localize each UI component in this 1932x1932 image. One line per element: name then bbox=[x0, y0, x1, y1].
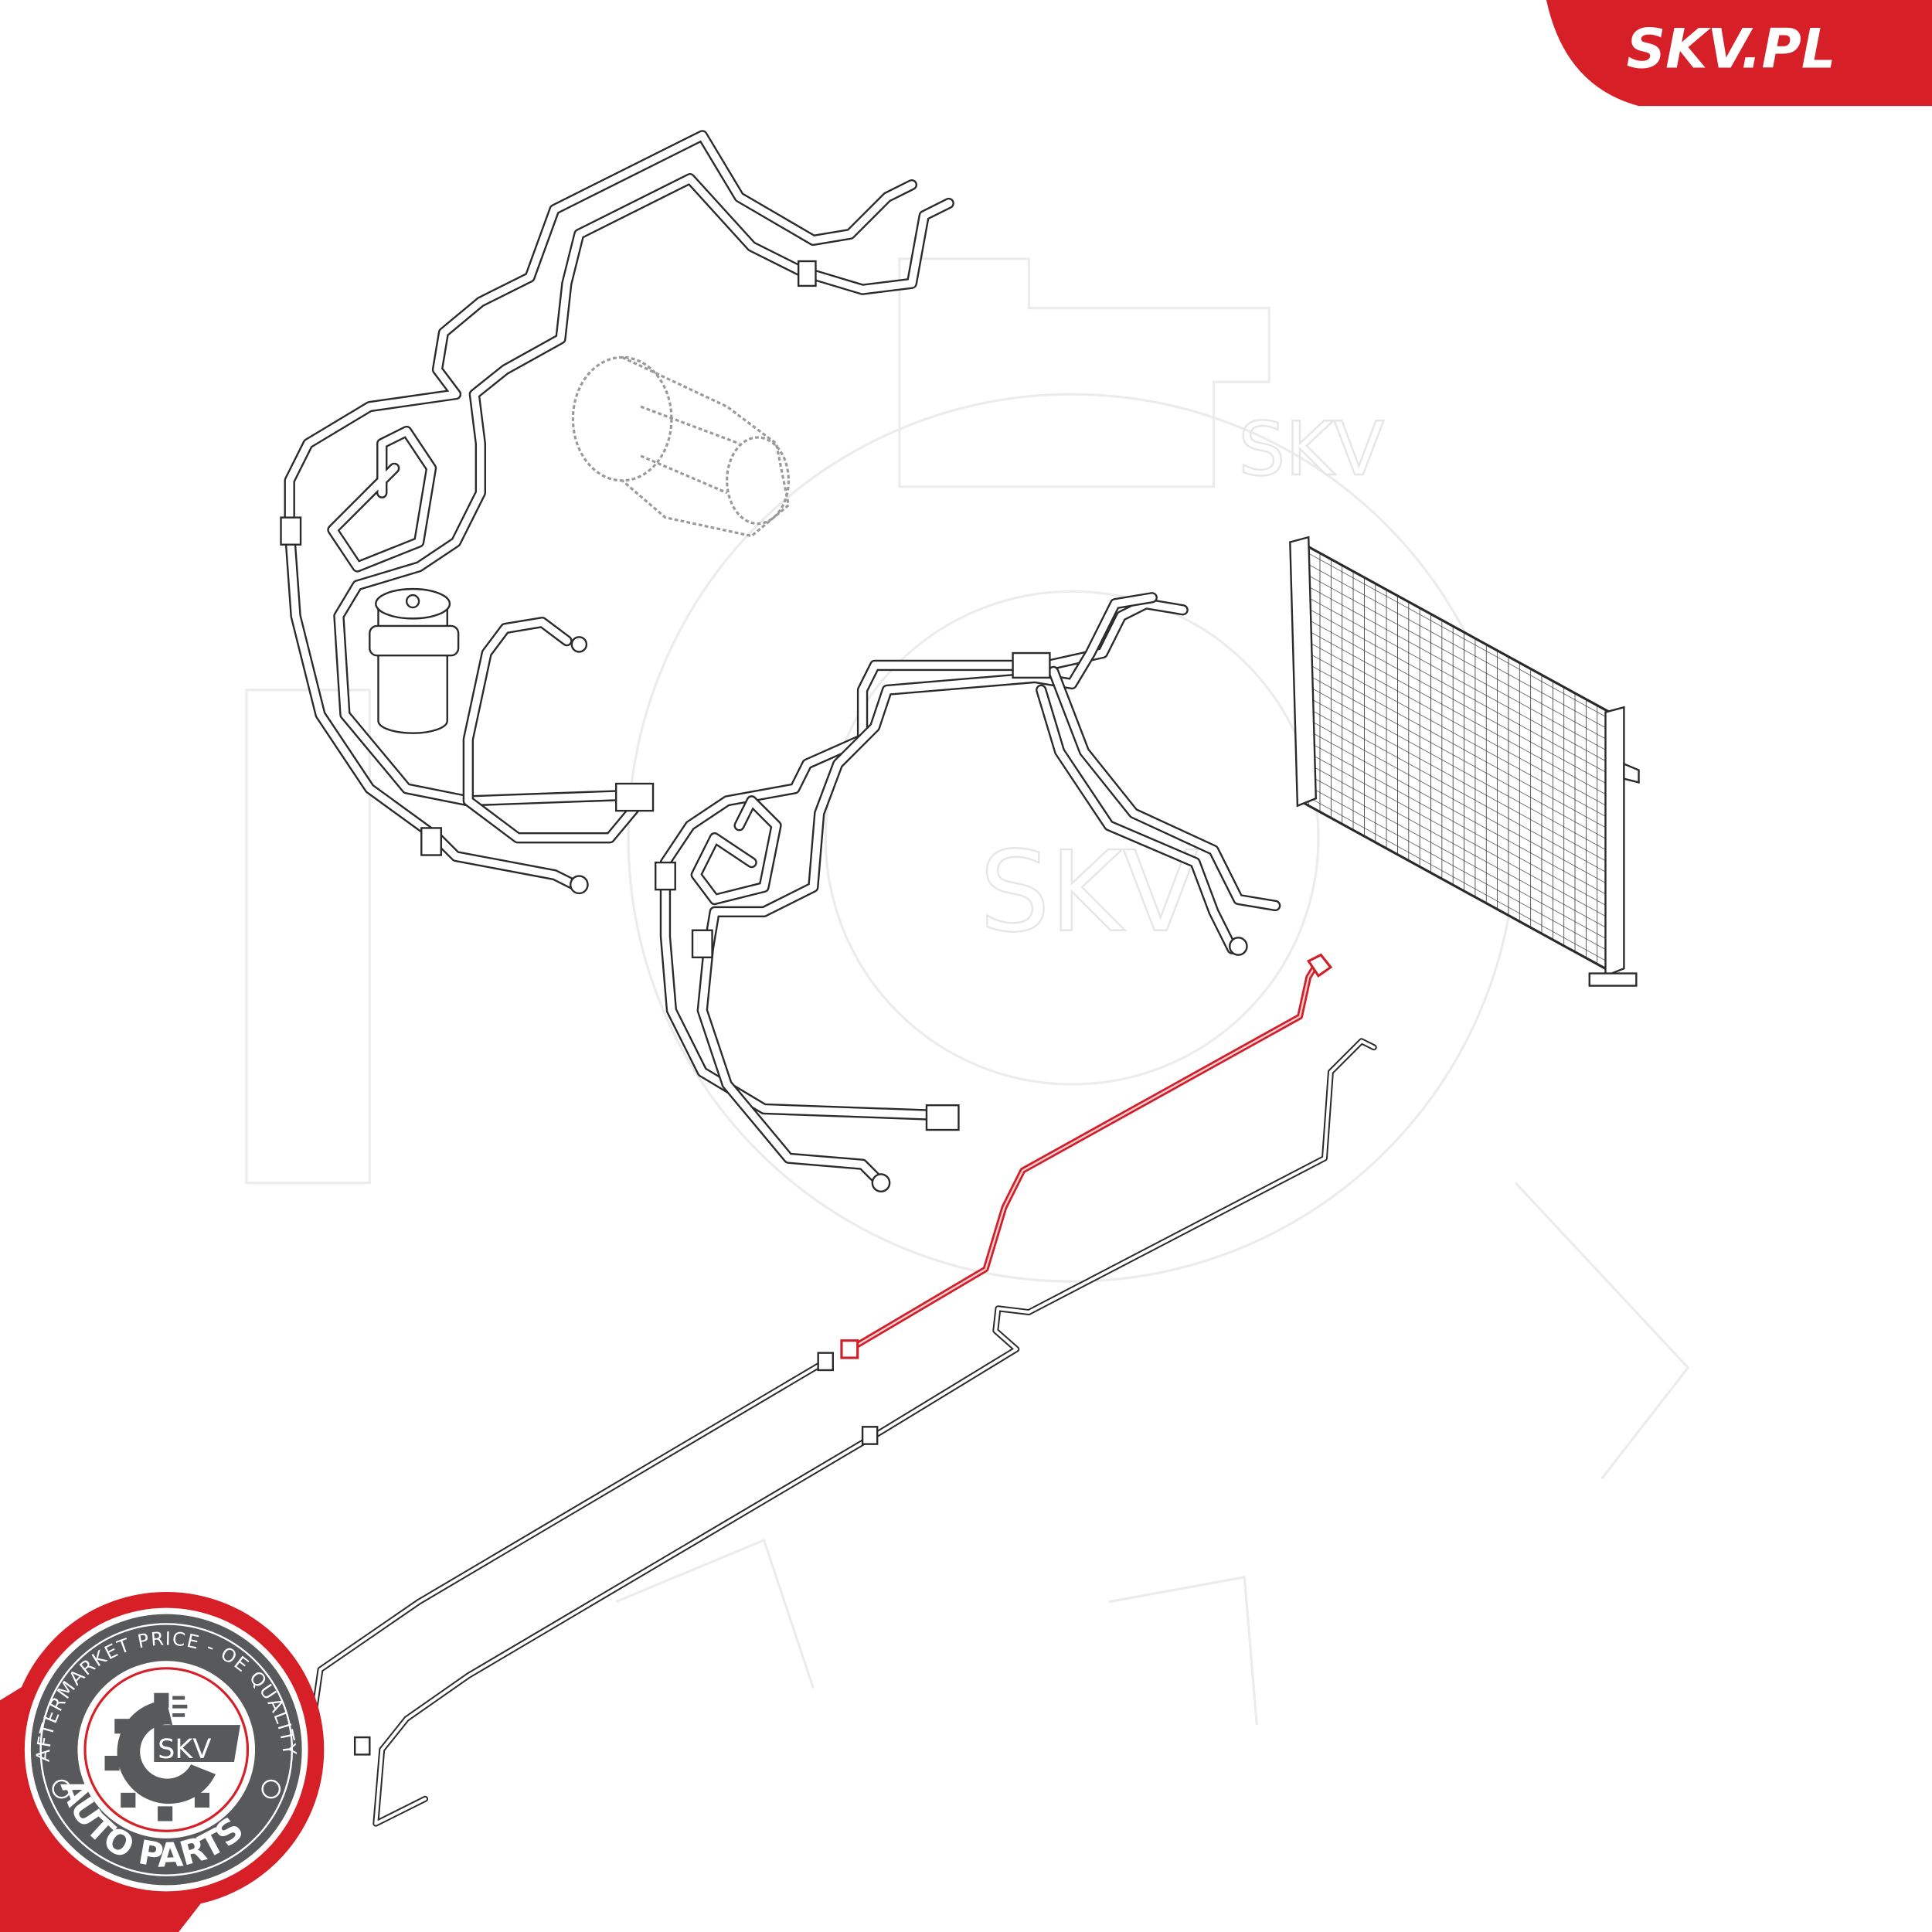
receiver-drier bbox=[369, 587, 460, 734]
watermark-text: SKV bbox=[1238, 406, 1384, 492]
badge-center-text: SKV bbox=[158, 1733, 211, 1765]
gear-icon bbox=[104, 1692, 240, 1821]
compressor bbox=[571, 355, 791, 538]
highlighted-ac-pipe bbox=[840, 953, 1333, 1359]
condenser bbox=[1289, 536, 1640, 987]
quality-badge: SKV AFTERMARKET PRICE - OE QUALITY AUTO … bbox=[0, 1591, 325, 1932]
watermark: SKV SKV bbox=[245, 257, 1690, 1726]
ac-hose-set-upper bbox=[280, 130, 954, 895]
brand-logo[interactable]: SKV.PL bbox=[1546, 0, 1932, 107]
brand-site-label: SKV.PL bbox=[1627, 18, 1836, 81]
ac-hose-set-middle bbox=[655, 592, 1281, 1192]
